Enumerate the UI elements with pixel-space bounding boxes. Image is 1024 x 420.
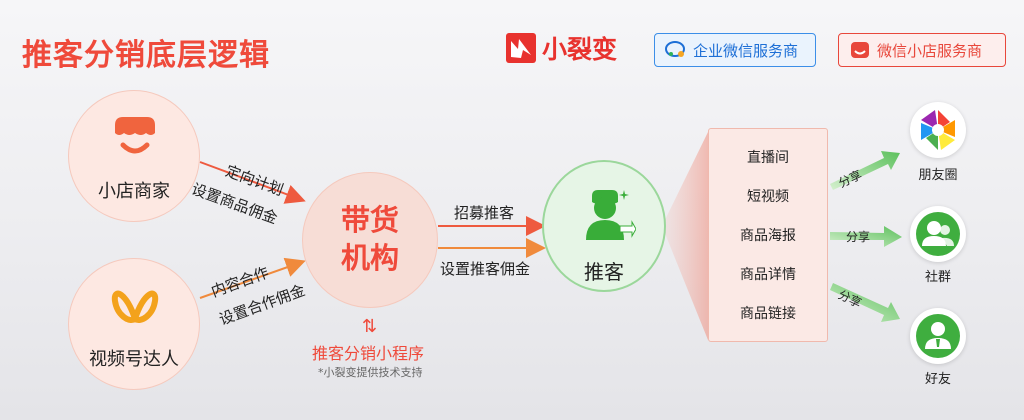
group-users-icon	[916, 212, 960, 256]
agency-label-line1: 带货	[340, 203, 399, 237]
page-title: 推客分销底层逻辑	[22, 38, 270, 73]
friend-user-icon	[916, 314, 960, 358]
content-product-detail: 商品详情	[740, 267, 796, 283]
content-short-video: 短视频	[747, 189, 789, 205]
share-arrows	[830, 151, 902, 322]
channels-butterfly-icon	[111, 290, 159, 323]
promoter-icon	[586, 190, 636, 240]
edge-label-promoter-commission: 设置推客佣金	[440, 260, 531, 278]
moments-label: 朋友圈	[918, 168, 958, 183]
content-product-poster: 商品海报	[740, 228, 796, 244]
arrow-merchant-agency	[199, 161, 306, 204]
sync-arrows-icon: ⇅	[362, 316, 378, 337]
promoter-label: 推客	[584, 260, 624, 284]
shop-badge-label: 微信小店服务商	[877, 41, 983, 60]
moments-node	[910, 102, 966, 158]
edge-label-recruit: 招募推客	[454, 204, 515, 222]
fan-connector	[662, 132, 708, 340]
agency-label-line2: 机构	[340, 241, 399, 275]
agency-node: 带货 机构	[302, 172, 438, 308]
tech-support-note: *小裂变提供技术支持	[318, 366, 423, 379]
creator-label: 视频号达人	[89, 349, 179, 370]
content-product-link: 商品链接	[740, 306, 796, 322]
brand-name: 小裂变	[542, 35, 618, 64]
group-label: 社群	[924, 270, 951, 285]
promoter-node: 推客	[542, 160, 666, 292]
wecom-badge-label: 企业微信服务商	[693, 41, 799, 60]
share-label-group: 分享	[846, 230, 871, 244]
shop-badge: 微信小店服务商	[838, 33, 1006, 67]
lightning-icon	[506, 33, 536, 63]
merchant-node: 小店商家	[68, 90, 200, 222]
friend-node	[910, 308, 966, 364]
merchant-label: 小店商家	[98, 181, 170, 202]
arrow-creator-agency	[199, 257, 306, 299]
chat-bubble-icon	[665, 41, 685, 57]
content-live-room: 直播间	[747, 150, 789, 166]
content-types-panel: 直播间 短视频 商品海报 商品详情 商品链接	[708, 128, 828, 342]
shop-awning-icon	[115, 117, 155, 154]
group-node	[910, 206, 966, 262]
brand-logo: 小裂变	[506, 30, 617, 66]
miniprogram-label: 推客分销小程序	[312, 344, 425, 363]
shop-icon	[851, 42, 869, 58]
friend-label: 好友	[924, 372, 951, 387]
wecom-badge: 企业微信服务商	[654, 33, 816, 67]
creator-node: 视频号达人	[68, 258, 200, 390]
moments-aperture-icon	[921, 110, 955, 150]
